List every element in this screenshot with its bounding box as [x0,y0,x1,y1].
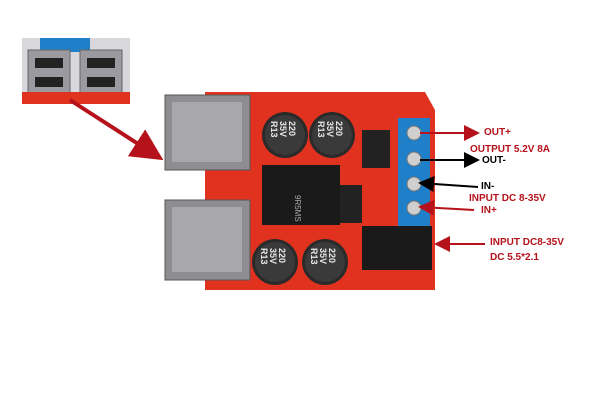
output-spec-label: OUTPUT 5.2V 8A [470,144,551,155]
capacitors [252,112,355,285]
in-minus-label: IN- [481,181,495,192]
input-spec-label: INPUT DC 8-35V [469,193,546,204]
pointer-arrow [68,98,164,161]
jack-spec-label: INPUT DC8-35V [490,237,564,248]
svg-text:35V: 35V [268,248,278,264]
svg-text:35V: 35V [278,121,288,137]
svg-text:220: 220 [327,248,337,263]
svg-text:R13: R13 [269,121,279,138]
svg-text:220: 220 [334,121,344,136]
inductor [262,165,340,225]
dc-jack [362,226,432,270]
inset-usb-photo [22,38,130,104]
out-minus-label: OUT- [482,155,506,166]
jack-size-label: DC 5.5*2.1 [490,252,539,263]
svg-text:R13: R13 [309,248,319,265]
svg-text:220: 220 [287,121,297,136]
svg-text:35V: 35V [325,121,335,137]
svg-text:R13: R13 [259,248,269,265]
svg-text:R13: R13 [316,121,326,138]
svg-text:35V: 35V [318,248,328,264]
svg-text:220: 220 [277,248,287,263]
inductor-marking: 9R5MS [293,195,302,222]
out-plus-label: OUT+ [484,127,511,138]
in-plus-label: IN+ [481,205,497,216]
